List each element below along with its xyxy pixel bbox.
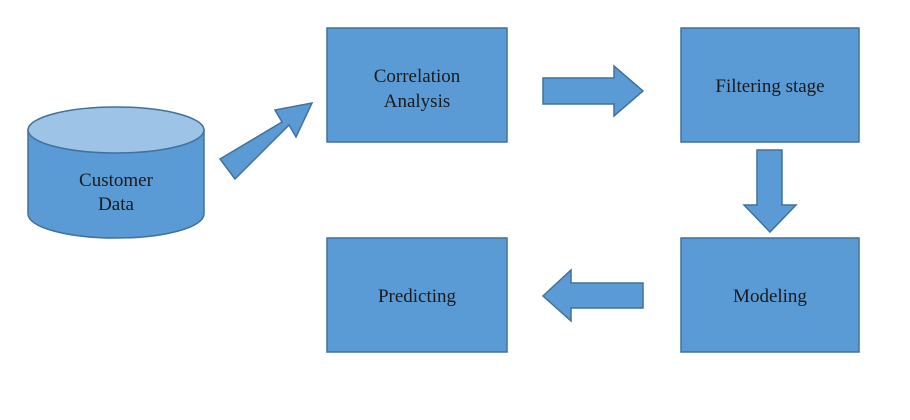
predicting-label: Predicting <box>378 286 457 307</box>
filtering-stage-node: Filtering stage <box>680 27 860 143</box>
arrow-filtering-to-modeling <box>742 149 798 234</box>
predicting-box <box>326 237 508 353</box>
correlation-analysis-label-line1: Correlation <box>374 66 461 87</box>
customer-data-node: Customer Data <box>27 106 205 239</box>
correlation-analysis-box <box>326 27 508 143</box>
modeling-node: Modeling <box>680 237 860 353</box>
arrow-correlation-to-filtering <box>542 64 645 118</box>
arrow-modeling-to-predicting <box>541 268 644 323</box>
cylinder-top <box>27 106 205 154</box>
filtering-stage-label: Filtering stage <box>715 76 824 97</box>
cylinder-body <box>27 129 205 239</box>
correlation-analysis-node: Correlation Analysis <box>326 27 508 143</box>
arrow-customer-to-correlation <box>218 101 314 181</box>
modeling-box <box>680 237 860 353</box>
correlation-analysis-label-line2: Analysis <box>384 91 451 112</box>
filtering-stage-box <box>680 27 860 143</box>
predicting-node: Predicting <box>326 237 508 353</box>
customer-data-label-line1: Customer <box>79 170 154 191</box>
modeling-label: Modeling <box>733 286 807 307</box>
customer-data-label-line2: Data <box>98 194 134 215</box>
